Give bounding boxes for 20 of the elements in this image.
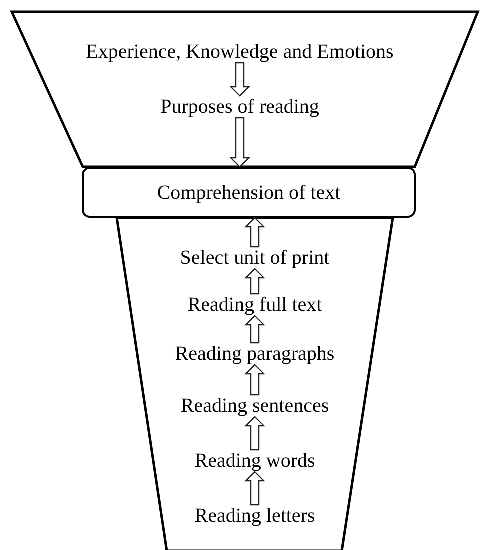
hollow-arrow <box>244 217 266 248</box>
step-text: Reading paragraphs <box>175 343 335 365</box>
step-text: Reading words <box>194 450 316 472</box>
step-text: Experience, Knowledge and Emotions <box>86 41 394 63</box>
step-text: Reading sentences <box>180 395 330 417</box>
hollow-arrow <box>230 117 250 168</box>
hollow-arrow <box>230 62 250 97</box>
hollow-arrow <box>244 268 266 295</box>
rounded-box <box>82 167 416 218</box>
funnel-trapezoid <box>10 10 480 168</box>
hollow-arrow <box>244 416 266 451</box>
step-text: Reading full text <box>188 294 322 316</box>
step-text: Select unit of print <box>180 247 330 269</box>
hollow-arrow <box>244 364 266 396</box>
hollow-arrow <box>244 471 266 506</box>
step-text: Reading letters <box>194 505 316 527</box>
funnel-trapezoid <box>116 217 394 550</box>
box-label: Comprehension of text <box>157 182 341 204</box>
step-text: Purposes of reading <box>160 96 320 118</box>
hollow-arrow <box>244 315 266 344</box>
